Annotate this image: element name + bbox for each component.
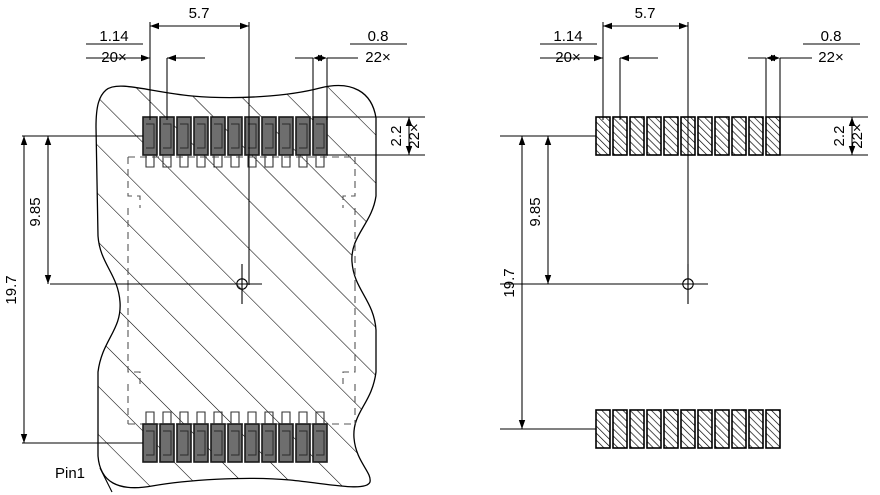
dim-0_8-left: [295, 43, 407, 120]
dim-9_85-label-right: 9.85: [527, 197, 544, 226]
dim-2_2-value: 2.2: [388, 126, 405, 147]
pin1-leader: [99, 467, 113, 493]
dim-9_85-left: [44, 135, 237, 285]
pad: [193, 411, 209, 463]
pad: [629, 116, 645, 156]
pad: [278, 411, 294, 463]
dim-9_85-label: 9.85: [27, 197, 44, 226]
pad: [227, 116, 243, 168]
dim-1_14-value: 1.14: [99, 28, 128, 45]
pad: [159, 411, 175, 463]
pad: [210, 411, 226, 463]
pad: [646, 116, 662, 156]
pad: [312, 411, 328, 463]
dim-2_2-right: [780, 116, 868, 156]
pad: [595, 116, 611, 156]
pad: [629, 409, 645, 449]
pad: [697, 409, 713, 449]
pad: [731, 409, 747, 449]
pad: [193, 116, 209, 168]
pad: [748, 409, 764, 449]
bottom-pad-row: [142, 411, 328, 463]
dim-0_8-count: 22×: [365, 49, 390, 66]
pad: [312, 116, 328, 168]
dim-19_7-right: [500, 135, 596, 430]
pad: [261, 116, 277, 168]
pad: [261, 411, 277, 463]
dim-1_14-count: 20×: [101, 49, 126, 66]
pad: [646, 409, 662, 449]
pad: [697, 116, 713, 156]
pad: [663, 409, 679, 449]
pad: [176, 116, 192, 168]
pad: [765, 116, 781, 156]
dim-2_2-count-right: 22×: [849, 123, 866, 148]
pad: [748, 116, 764, 156]
dim-5_7-left-label: 5.7: [189, 5, 210, 22]
dim-1_14-count-right: 20×: [555, 49, 580, 66]
bottom-pad-row-hatched: [595, 409, 781, 449]
dim-19_7-left: [20, 135, 143, 444]
dim-1_14-value-right: 1.14: [553, 28, 582, 45]
pad: [714, 116, 730, 156]
pad: [595, 409, 611, 449]
pad: [612, 409, 628, 449]
top-pad-row-hatched: [595, 116, 781, 156]
pad: [295, 116, 311, 168]
pin1-label: Pin1: [55, 465, 85, 482]
pad: [278, 116, 294, 168]
right-view: 5.7 1.14 20× 0.8 22×: [500, 5, 868, 449]
left-view: Pin1 5.7 1.14 20×: [3, 5, 425, 493]
dim-19_7-label: 19.7: [3, 275, 20, 304]
pad: [714, 409, 730, 449]
dim-19_7-label-right: 19.7: [501, 268, 518, 297]
dim-0_8-right: [748, 43, 860, 120]
dim-0_8-value: 0.8: [368, 28, 389, 45]
pad: [176, 411, 192, 463]
dim-5_7-left: [149, 22, 250, 285]
dim-2_2-value-right: 2.2: [831, 126, 848, 147]
dim-1_14-right: [540, 43, 658, 120]
pad: [731, 116, 747, 156]
pad: [210, 116, 226, 168]
dim-2_2-count: 22×: [406, 123, 423, 148]
dim-5_7-right-label: 5.7: [635, 5, 656, 22]
pad: [765, 409, 781, 449]
dim-2_2-left: [327, 116, 425, 156]
pad: [663, 116, 679, 156]
pad: [612, 116, 628, 156]
dim-0_8-count-right: 22×: [818, 49, 843, 66]
dim-5_7-right: [602, 22, 689, 285]
dim-0_8-value-right: 0.8: [821, 28, 842, 45]
pad: [295, 411, 311, 463]
dim-1_14-left: [86, 43, 205, 120]
pad: [680, 409, 696, 449]
pad: [227, 411, 243, 463]
pad: [244, 411, 260, 463]
